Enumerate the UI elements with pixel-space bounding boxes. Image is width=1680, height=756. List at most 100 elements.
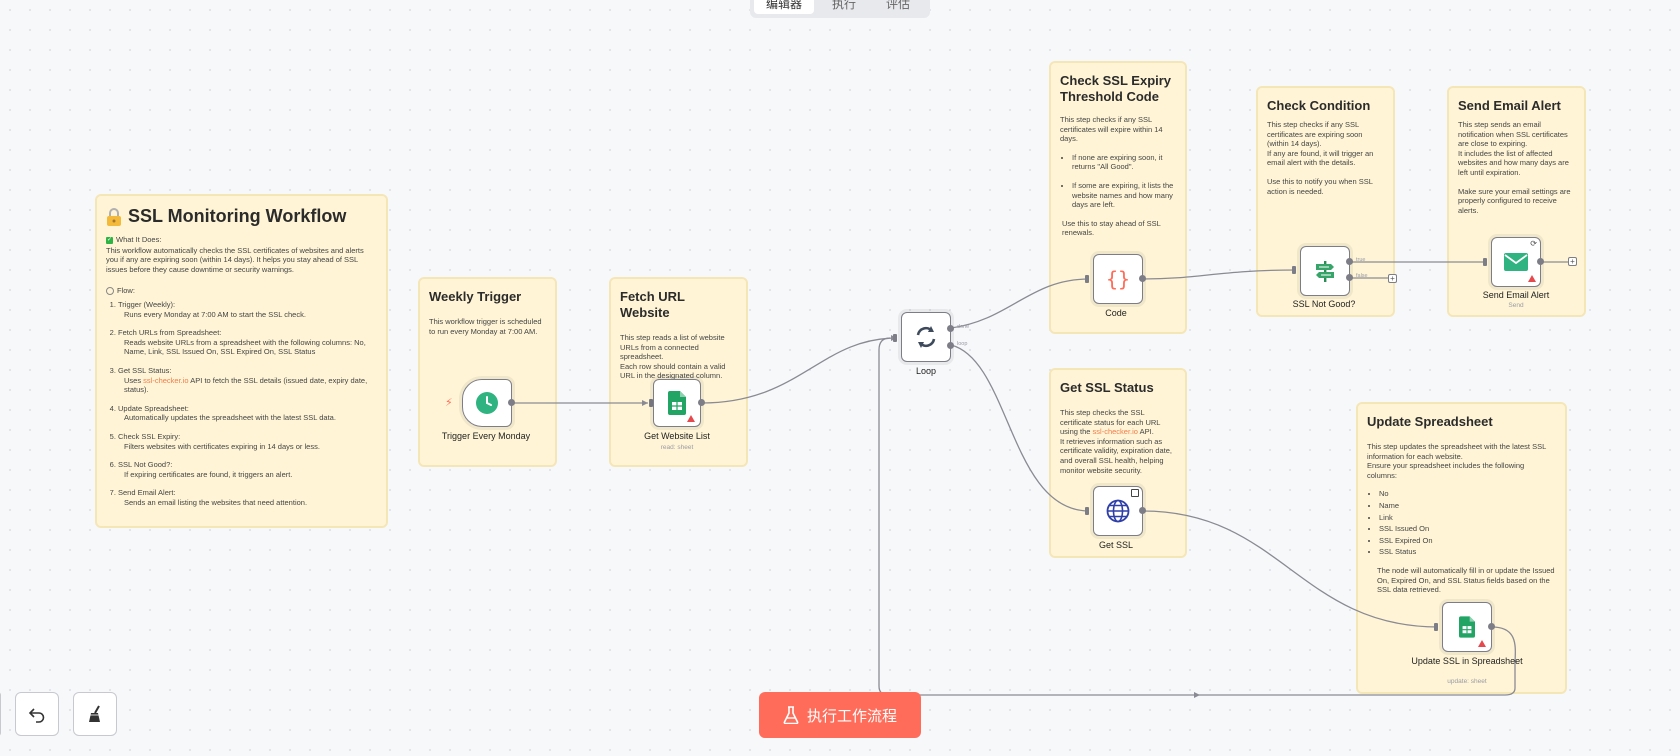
input-port[interactable] — [649, 399, 653, 407]
node-subtitle: update: sheet — [1447, 678, 1487, 685]
flow-icon — [106, 287, 114, 296]
tidy-up-button[interactable] — [73, 692, 117, 736]
port-label-true: true — [1356, 257, 1366, 263]
list-item: If some are expiring, it lists the websi… — [1072, 181, 1176, 210]
node-get-ssl[interactable] — [1093, 486, 1143, 536]
node-get-website-list[interactable] — [653, 379, 701, 427]
input-port[interactable] — [893, 334, 897, 342]
execute-workflow-label: 执行工作流程 — [806, 707, 897, 725]
overview-title: SSL Monitoring Workflow — [106, 206, 377, 227]
list-item: Get SSL Status:Uses ssl-checker.io API t… — [118, 366, 377, 395]
email-icon — [1504, 253, 1528, 271]
node-ssl-not-good[interactable] — [1300, 246, 1350, 296]
loop-icon — [916, 326, 936, 348]
arrow-head — [1194, 692, 1200, 698]
list-item: Fetch URLs from Spreadsheet:Reads websit… — [118, 328, 377, 357]
code-braces-icon: {} — [1105, 267, 1131, 291]
node-code[interactable]: {} — [1093, 254, 1143, 304]
ssl-checker-link[interactable]: ssl-checker.io — [143, 375, 189, 385]
column-list: No Name Link SSL Issued On SSL Expired O… — [1367, 489, 1556, 557]
output-port[interactable] — [1537, 258, 1544, 265]
list-item: SSL Not Good?:If expiring certificates a… — [118, 460, 377, 479]
input-port[interactable] — [1292, 266, 1296, 274]
sticky-text: Make sure your email settings are proper… — [1458, 186, 1571, 215]
list-item: Name — [1379, 501, 1556, 511]
input-port[interactable] — [1085, 507, 1089, 515]
signpost-icon — [1316, 261, 1334, 282]
node-subtitle: read: sheet — [660, 444, 694, 451]
output-port[interactable] — [698, 399, 705, 406]
list-item: SSL Expired On — [1379, 536, 1556, 546]
node-label: Get Website List — [644, 431, 710, 441]
node-label: Trigger Every Monday — [441, 431, 531, 441]
tab-evaluations[interactable]: 评估 — [886, 0, 911, 11]
output-port[interactable] — [1139, 507, 1146, 514]
node-send-email-alert[interactable]: ⟳ — [1491, 237, 1541, 287]
sticky-title: Send Email Alert — [1458, 98, 1561, 113]
lock-icon — [106, 207, 122, 226]
warning-icon — [1528, 275, 1536, 282]
clock-icon — [476, 392, 498, 414]
sticky-title: Fetch URL Website — [620, 289, 685, 320]
output-port-done[interactable] — [947, 325, 954, 332]
output-port-false[interactable] — [1346, 274, 1353, 281]
port-label-false: false — [1356, 273, 1368, 279]
node-label: Loop — [915, 366, 937, 376]
undo-button[interactable] — [15, 692, 59, 736]
tab-executions[interactable]: 执行 — [832, 0, 857, 11]
sticky-text: This step sends an email notification wh… — [1458, 120, 1569, 177]
sticky-title: Check Condition — [1267, 98, 1371, 113]
node-loop[interactable] — [901, 312, 951, 362]
output-port-true[interactable] — [1346, 258, 1353, 265]
node-label: Send Email Alert — [1482, 290, 1550, 300]
add-node-button[interactable]: + — [1568, 257, 1577, 266]
sticky-title: Get SSL Status — [1060, 380, 1154, 395]
sticky-title: Update Spreadsheet — [1367, 414, 1493, 429]
trigger-bolt-icon: ⚡ — [445, 397, 453, 409]
ssl-checker-link[interactable]: ssl-checker.io — [1092, 427, 1138, 437]
google-sheets-icon — [668, 391, 686, 415]
output-port-loop[interactable] — [947, 342, 954, 349]
input-port[interactable] — [1085, 275, 1089, 283]
view-tabs: 编辑器 执行 评估 — [750, 0, 930, 18]
warning-icon — [1478, 640, 1486, 647]
undo-icon — [28, 708, 45, 723]
sticky-title: Check SSL Expiry Threshold Code — [1060, 73, 1172, 104]
output-port[interactable] — [1488, 623, 1495, 630]
sticky-title: Weekly Trigger — [429, 289, 522, 304]
node-label: SSL Not Good? — [1292, 299, 1356, 309]
sticky-text: Use this to notify you when SSL action i… — [1267, 176, 1373, 196]
sticky-text: This step updates the spreadsheet with t… — [1367, 442, 1546, 480]
sticky-note-fetch-url[interactable]: Fetch URL Website This step reads a list… — [609, 277, 748, 467]
tab-editor[interactable]: 编辑器 — [754, 0, 815, 14]
add-node-button[interactable]: + — [1388, 274, 1397, 283]
port-label-done: done — [957, 324, 970, 330]
sticky-note-weekly-trigger[interactable]: Weekly Trigger This workflow trigger is … — [418, 277, 557, 467]
sticky-text: This step checks the SSL certificate sta… — [1060, 408, 1172, 475]
node-label: Get SSL — [1098, 540, 1134, 550]
output-port[interactable] — [508, 399, 515, 406]
node-label: Update SSL in Spreadsheet — [1411, 656, 1523, 666]
list-item: SSL Status — [1379, 547, 1556, 557]
port-label-loop: loop — [957, 341, 968, 347]
left-edge-control[interactable] — [0, 692, 1, 736]
expand-icon — [1131, 489, 1139, 497]
input-port[interactable] — [1483, 258, 1487, 266]
sticky-note-overview[interactable]: SSL Monitoring Workflow ✓What It Does: T… — [95, 194, 388, 528]
google-sheets-icon — [1459, 616, 1475, 638]
node-subtitle: Send — [1508, 302, 1524, 309]
flow-steps: Trigger (Weekly):Runs every Monday at 7:… — [106, 300, 377, 508]
refresh-icon: ⟳ — [1530, 239, 1537, 248]
list-item: Update Spreadsheet:Automatically updates… — [118, 404, 377, 423]
list-item: SSL Issued On — [1379, 524, 1556, 534]
sticky-bullets: If none are expiring soon, it returns "A… — [1060, 153, 1176, 210]
input-port[interactable] — [1434, 623, 1438, 631]
output-port[interactable] — [1139, 275, 1146, 282]
list-item: Send Email Alert:Sends an email listing … — [118, 488, 377, 507]
list-item: Link — [1379, 513, 1556, 523]
sticky-text: Use this to stay ahead of SSL renewals. — [1062, 218, 1161, 238]
execute-workflow-button[interactable]: 执行工作流程 — [759, 692, 921, 738]
node-trigger-every-monday[interactable] — [462, 379, 512, 427]
node-update-ssl-spreadsheet[interactable] — [1442, 602, 1492, 652]
list-item: Check SSL Expiry:Filters websites with c… — [118, 432, 377, 451]
